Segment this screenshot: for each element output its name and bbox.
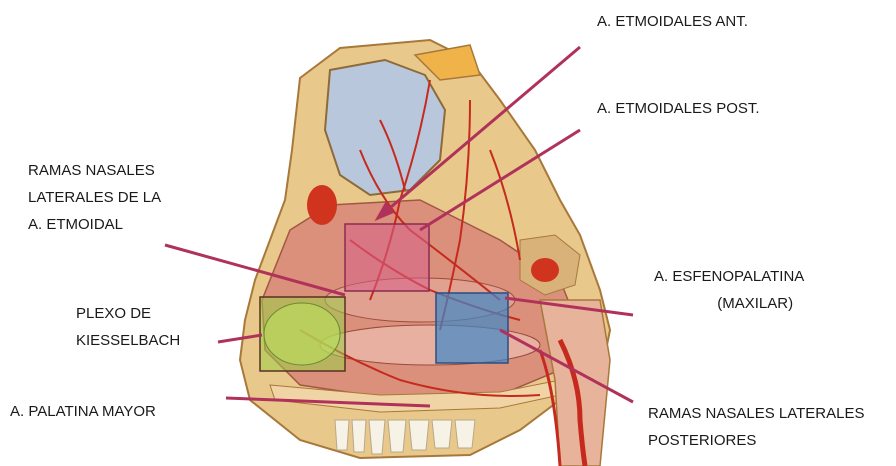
etmoidal-highlight-box	[345, 224, 429, 291]
label-line: A. ESFENOPALATINA	[654, 263, 804, 290]
label-ramas-nasales-laterales-etmoidal: RAMAS NASALES LATERALES DE LA A. ETMOIDA…	[28, 157, 161, 238]
label-plexo-kiesselbach: PLEXO DE KIESSELBACH	[76, 300, 180, 354]
label-etmoidales-post: A. ETMOIDALES POST.	[597, 95, 760, 122]
label-line: (MAXILAR)	[654, 290, 804, 317]
orbit-red-spot	[307, 185, 337, 225]
label-line: KIESSELBACH	[76, 327, 180, 354]
label-etmoidales-ant: A. ETMOIDALES ANT.	[597, 8, 748, 35]
label-ramas-nasales-laterales-posteriores: RAMAS NASALES LATERALES POSTERIORES	[648, 400, 864, 454]
label-line: A. ETMOIDAL	[28, 211, 161, 238]
label-line: RAMAS NASALES LATERALES	[648, 400, 864, 427]
label-esfenopalatina: A. ESFENOPALATINA (MAXILAR)	[654, 263, 804, 317]
kiesselbach-plexus-ellipse	[264, 303, 340, 365]
esfenopalatina-highlight-box	[436, 293, 508, 363]
label-line: RAMAS NASALES	[28, 157, 161, 184]
label-line: PLEXO DE	[76, 300, 180, 327]
label-line: LATERALES DE LA	[28, 184, 161, 211]
label-line: POSTERIORES	[648, 427, 864, 454]
sphenoid-red-spot	[531, 258, 559, 282]
label-palatina-mayor: A. PALATINA MAYOR	[10, 398, 156, 425]
